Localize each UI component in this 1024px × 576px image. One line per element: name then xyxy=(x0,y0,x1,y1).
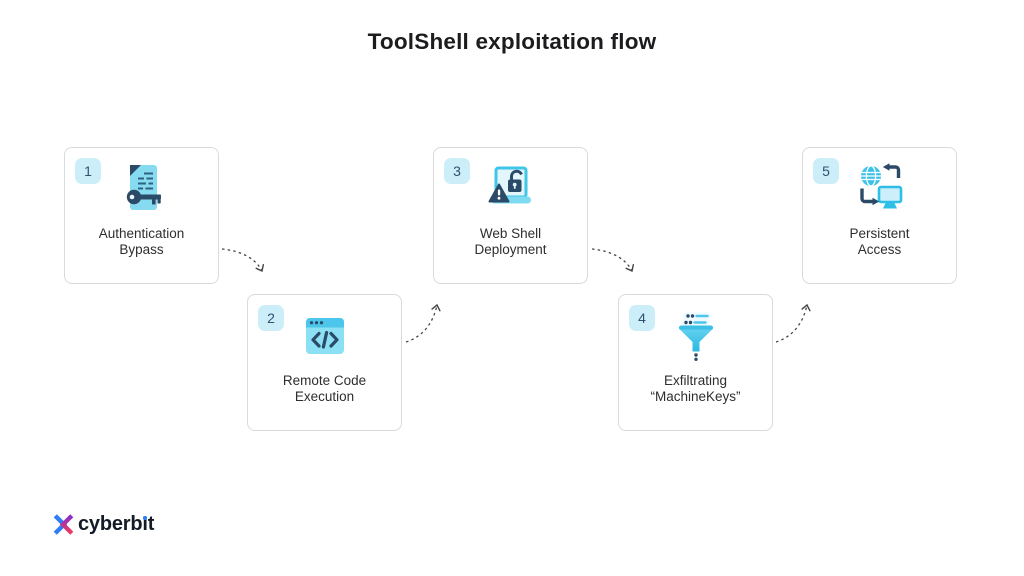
cyberbit-x-icon xyxy=(53,514,74,535)
cyberbit-logo: cyberbıt xyxy=(52,513,154,536)
step-number-badge: 1 xyxy=(75,158,101,184)
step-label: Authentication Bypass xyxy=(98,226,185,258)
funnel-exfiltration-icon xyxy=(668,308,724,364)
document-key-icon xyxy=(114,161,170,217)
step-label: Remote Code Execution xyxy=(282,373,367,405)
step-number-badge: 2 xyxy=(258,305,284,331)
step-label: Web Shell Deployment xyxy=(474,226,547,258)
arrow-step4-to-step5 xyxy=(775,303,811,343)
arrow-step2-to-step3 xyxy=(405,303,441,343)
step-number-badge: 4 xyxy=(629,305,655,331)
laptop-lock-warning-icon xyxy=(483,161,539,217)
step-card-authentication-bypass: 1 Authentication Bypa xyxy=(64,147,219,284)
page-title: ToolShell exploitation flow xyxy=(367,29,657,54)
arrow-step3-to-step4 xyxy=(591,248,635,273)
arrow-step1-to-step2 xyxy=(221,248,265,273)
step-number-badge: 3 xyxy=(444,158,470,184)
step-label: Persistent Access xyxy=(849,226,910,258)
cyberbit-wordmark: cyberbıt xyxy=(78,513,155,535)
globe-monitor-sync-icon xyxy=(852,161,908,217)
step-card-persistent-access: 5 Persistent Access xyxy=(802,147,957,284)
step-number-badge: 5 xyxy=(813,158,839,184)
code-window-icon xyxy=(297,308,353,364)
step-card-web-shell-deployment: 3 Web Shell Deployment xyxy=(433,147,588,284)
step-label: Exfiltrating “MachineKeys” xyxy=(650,373,741,405)
step-card-remote-code-execution: 2 Remote Code Execution xyxy=(247,294,402,431)
step-card-exfiltrating-machinekeys: 4 xyxy=(618,294,773,431)
